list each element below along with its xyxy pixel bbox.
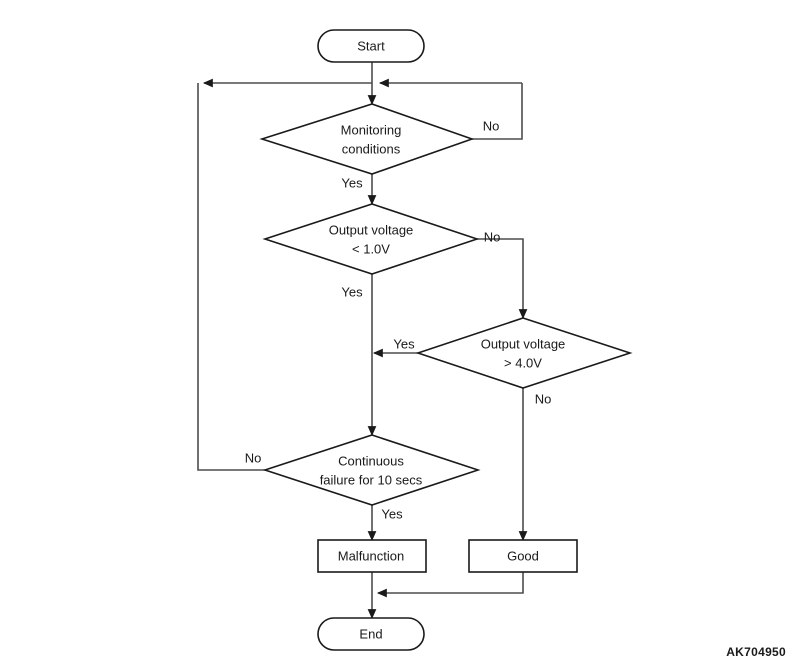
monitoring-decision-shape [259,103,475,175]
node-good[interactable]: Good [468,539,578,573]
edge-monitoring-no-rail [472,83,523,140]
edges-layer [197,62,528,620]
malfunction-box-shape [317,539,427,573]
monitoring-label-line2: conditions [342,141,401,156]
good-label: Good [507,548,539,563]
edge-label-volthigh-yes: Yes [393,336,415,351]
node-continuous-failure[interactable]: Continuous failure for 10 secs [262,434,481,506]
edge-label-continuous-yes: Yes [381,506,403,521]
edge-labels-layer: No Yes No Yes Yes No No Yes [245,118,552,521]
edge-label-continuous-no: No [245,450,262,465]
good-box-shape [468,539,578,573]
edge-voltlow-no-to-volthigh [477,238,528,320]
volthigh-label-line2: > 4.0V [504,355,542,370]
voltlow-label-line2: < 1.0V [352,241,390,256]
node-end[interactable]: End [317,617,425,651]
start-label: Start [357,38,385,53]
continuous-label-line1: Continuous [338,453,404,468]
monitoring-label-line1: Monitoring [341,122,402,137]
edge-label-voltlow-yes: Yes [341,284,363,299]
end-terminator-shape [317,617,425,651]
node-malfunction[interactable]: Malfunction [317,539,427,573]
voltlow-decision-shape [262,203,480,275]
figure-code-watermark: AK704950 [726,645,786,659]
volthigh-label-line1: Output voltage [481,336,566,351]
end-label: End [359,626,382,641]
node-start[interactable]: Start [317,29,425,63]
voltlow-label-line1: Output voltage [329,222,414,237]
volthigh-decision-shape [415,317,633,389]
edge-label-volthigh-no: No [535,391,552,406]
edge-good-to-bottom-merge [376,572,524,598]
node-output-voltage-low[interactable]: Output voltage < 1.0V [262,203,480,275]
malfunction-label: Malfunction [338,548,404,563]
continuous-label-line2: failure for 10 secs [320,472,423,487]
edge-label-voltlow-no: No [484,229,501,244]
node-output-voltage-high[interactable]: Output voltage > 4.0V [415,317,633,389]
continuous-decision-shape [262,434,481,506]
node-monitoring-conditions[interactable]: Monitoring conditions [259,103,475,175]
start-terminator-shape [317,29,425,63]
edge-label-monitoring-yes: Yes [341,175,363,190]
edge-label-monitoring-no: No [483,118,500,133]
edge-left-feedback-rail [197,83,265,471]
